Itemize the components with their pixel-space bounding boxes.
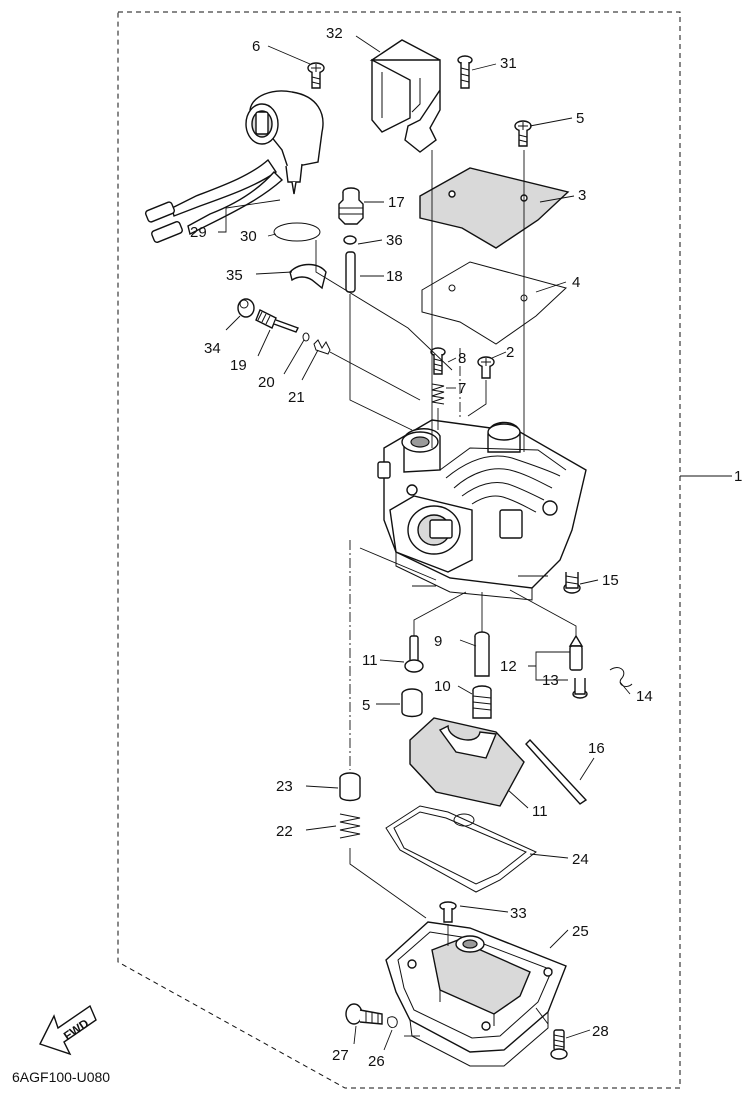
part-20-needle [255, 309, 299, 333]
part-30-solenoid [144, 90, 324, 243]
callout-29: 28 [592, 1023, 609, 1040]
part-19-pin [345, 251, 356, 293]
carburetor-body [377, 419, 587, 601]
part-5-screw-right [514, 120, 532, 147]
part-6-jet [404, 635, 424, 673]
part-16-plug [563, 572, 581, 594]
callout-18: 17 [388, 194, 405, 211]
assembly-lines [315, 150, 577, 1037]
part-33-bracket [369, 39, 441, 153]
callout-6: 11 [362, 652, 378, 669]
callout-20: 19 [230, 357, 247, 374]
callout-5b: 5 [576, 110, 584, 127]
callout-labels: 6 32 31 5 3 17 29 30 36 35 18 4 34 19 20… [190, 25, 742, 1070]
part-18-plunger [338, 187, 364, 225]
callout-1: 1 [734, 468, 742, 485]
callout-9: 8 [458, 350, 466, 367]
callout-35: 34 [204, 340, 221, 357]
callout-7: 5 [362, 697, 370, 714]
part-15-clip [609, 667, 633, 687]
callout-25: 24 [572, 851, 589, 868]
part-28-bolt [345, 1003, 383, 1025]
callout-16: 15 [602, 572, 619, 589]
callout-24: 23 [276, 778, 293, 795]
part-37-ring [343, 235, 357, 245]
part-7-plug [401, 688, 423, 718]
part-36-clip [289, 263, 327, 290]
part-10-float-valve [474, 631, 490, 677]
callout-23: 22 [276, 823, 293, 840]
part-2-screw [477, 356, 495, 379]
part-29-bolt [550, 1029, 568, 1060]
callout-34: 33 [510, 905, 527, 922]
part-3-plate [419, 167, 570, 249]
part-11-spring [472, 685, 492, 719]
part-32-screw [457, 55, 473, 89]
callout-32: 31 [500, 55, 517, 72]
callout-12: 11 [532, 803, 548, 820]
part-23-spring [339, 813, 361, 839]
callout-21: 20 [258, 374, 275, 391]
callout-10: 9 [434, 633, 442, 650]
part-35-cap [237, 298, 255, 318]
callout-5a: 6 [252, 38, 260, 55]
part-31-o-ring [273, 222, 321, 242]
callout-4: 4 [572, 274, 580, 291]
part-27-washer [387, 1016, 398, 1029]
callout-8: 7 [458, 380, 466, 397]
part-22-spring [313, 339, 331, 355]
callout-15: 14 [636, 688, 653, 705]
assembly-boundary [117, 11, 681, 1089]
callout-33: 32 [326, 25, 343, 42]
callout-19: 18 [386, 268, 403, 285]
callout-2: 2 [506, 344, 514, 361]
part-17-pin [525, 738, 588, 805]
part-25-gasket [385, 805, 537, 893]
callout-11: 10 [434, 678, 451, 695]
part-13-needle-valve [568, 634, 584, 671]
leader-lines [218, 35, 732, 1051]
part-21-o-ring [302, 332, 310, 342]
part-34-screw [439, 901, 457, 923]
callout-14: 13 [542, 672, 559, 689]
callout-17: 16 [588, 740, 605, 757]
fwd-arrow: FWD [39, 1004, 97, 1056]
part-4-gasket [421, 261, 567, 345]
part-14-screw [572, 678, 588, 699]
callout-31: 30 [240, 228, 257, 245]
callout-27: 26 [368, 1053, 385, 1070]
part-8-spring [431, 383, 445, 405]
part-5-screw-top [307, 62, 325, 89]
callout-22: 21 [288, 389, 305, 406]
callout-28: 27 [332, 1047, 349, 1064]
diagram-code: 6AGF100-U080 [12, 1069, 110, 1085]
callout-36: 35 [226, 267, 243, 284]
callout-30: 29 [190, 224, 207, 241]
callout-13: 12 [500, 658, 517, 675]
callout-26: 25 [572, 923, 589, 940]
callout-3: 3 [578, 187, 586, 204]
part-26-float-chamber [385, 921, 567, 1067]
callout-37: 36 [386, 232, 403, 249]
part-24-cap [339, 772, 361, 802]
part-12-float [409, 717, 525, 807]
